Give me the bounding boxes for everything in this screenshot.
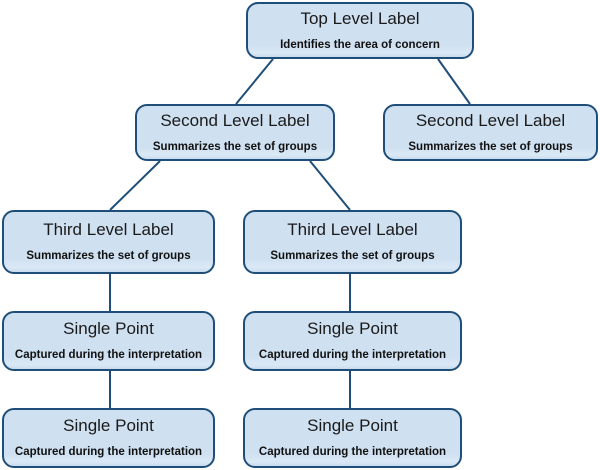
- node-subtitle: Captured during the interpretation: [14, 446, 203, 459]
- node-subtitle: Captured during the interpretation: [14, 349, 203, 362]
- node-subtitle: Summarizes the set of groups: [152, 140, 318, 153]
- node-title: Second Level Label: [415, 110, 566, 130]
- node-third-level-right[interactable]: Third Level Label Summarizes the set of …: [243, 210, 462, 274]
- node-second-level-left[interactable]: Second Level Label Summarizes the set of…: [135, 104, 335, 161]
- node-subtitle: Summarizes the set of groups: [270, 250, 435, 263]
- connector-line: [309, 160, 351, 211]
- node-title: Third Level Label: [43, 220, 174, 240]
- node-second-level-right[interactable]: Second Level Label Summarizes the set of…: [383, 104, 598, 161]
- node-title: Single Point: [63, 319, 154, 339]
- node-title: Top Level Label: [300, 8, 420, 28]
- node-subtitle: Summarizes the set of groups: [408, 140, 573, 153]
- node-single-point-left-1[interactable]: Single Point Captured during the interpr…: [2, 311, 215, 371]
- node-subtitle: Summarizes the set of groups: [26, 250, 191, 263]
- node-title: Second Level Label: [160, 110, 310, 130]
- connector-line: [109, 160, 161, 211]
- node-title: Single Point: [307, 416, 398, 436]
- node-subtitle: Captured during the interpretation: [258, 349, 447, 362]
- node-title: Single Point: [307, 319, 398, 339]
- node-third-level-left[interactable]: Third Level Label Summarizes the set of …: [2, 210, 215, 274]
- node-subtitle: Identifies the area of concern: [280, 38, 440, 51]
- connector-line: [437, 58, 471, 105]
- node-single-point-right-2[interactable]: Single Point Captured during the interpr…: [243, 408, 462, 468]
- node-single-point-left-2[interactable]: Single Point Captured during the interpr…: [2, 408, 215, 468]
- node-title: Third Level Label: [287, 220, 418, 240]
- connector-line: [235, 58, 274, 105]
- node-single-point-right-1[interactable]: Single Point Captured during the interpr…: [243, 311, 462, 371]
- node-top-level[interactable]: Top Level Label Identifies the area of c…: [246, 2, 474, 59]
- node-subtitle: Captured during the interpretation: [258, 446, 447, 459]
- node-title: Single Point: [63, 416, 154, 436]
